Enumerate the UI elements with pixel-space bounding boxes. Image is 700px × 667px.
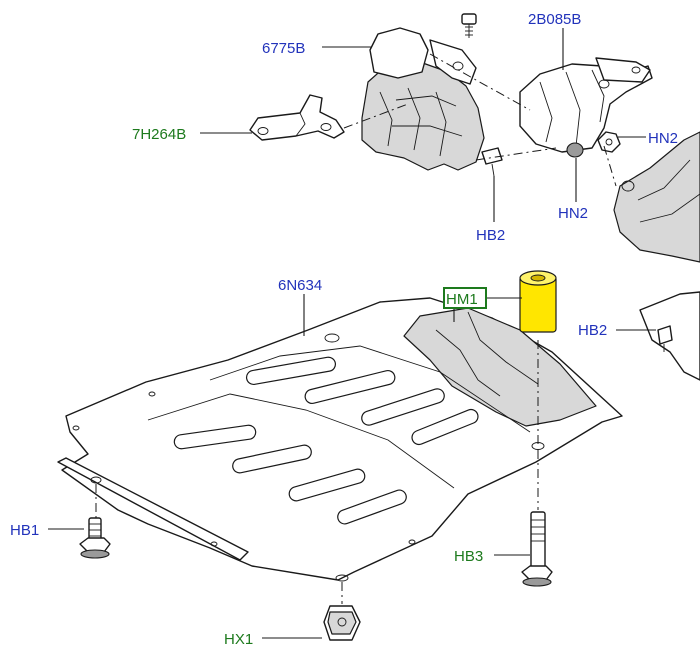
callout-6n634[interactable]: 6N634: [278, 277, 322, 294]
spacer-hm1: [519, 270, 557, 333]
callout-hb2-right[interactable]: HB2: [578, 322, 607, 339]
bolt-hb3: [521, 511, 553, 587]
callout-hn2-bottom[interactable]: HN2: [558, 205, 588, 222]
bolt-top: [461, 13, 477, 38]
nut-hn2-right: [597, 131, 621, 153]
callout-hm1[interactable]: HM1: [446, 291, 478, 308]
engine-mount-6775b: [361, 27, 485, 171]
bolt-hb2-top: [481, 147, 503, 177]
mount-body-right: [613, 131, 700, 263]
skid-plate-6n634: [57, 297, 623, 582]
callout-hb2-top[interactable]: HB2: [476, 227, 505, 244]
callout-2b085b[interactable]: 2B085B: [528, 11, 581, 28]
bracket-7h264b: [249, 94, 345, 141]
callout-7h264b[interactable]: 7H264B: [132, 126, 186, 143]
bracket-2b085b: [519, 57, 653, 158]
bolt-hb1: [79, 517, 111, 559]
callout-hb1[interactable]: HB1: [10, 522, 39, 539]
engine-mount-assembly: [249, 13, 700, 263]
callout-hb3[interactable]: HB3: [454, 548, 483, 565]
hm1-highlight-box: [443, 287, 487, 309]
bolt-hb2-right: [639, 291, 700, 381]
callout-hx1[interactable]: HX1: [224, 631, 253, 648]
clip-nut-hx1: [323, 605, 361, 641]
callout-6775b[interactable]: 6775B: [262, 40, 305, 57]
callout-hn2-right[interactable]: HN2: [648, 130, 678, 147]
